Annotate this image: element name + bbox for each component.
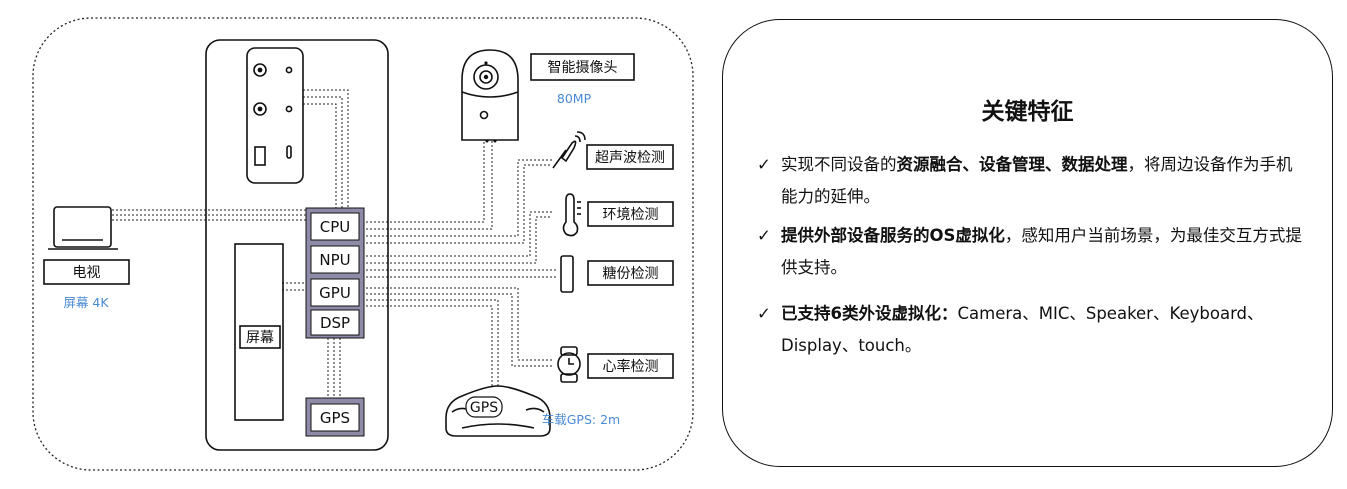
chip-cpu: CPU	[310, 212, 360, 241]
chip-gpu: GPU	[310, 278, 360, 307]
ultrasonic-label-box	[586, 144, 674, 170]
chip-dsp-label: DSP	[320, 314, 350, 332]
check-icon: ✓	[757, 226, 771, 245]
heart-rate-label: 心率检测	[603, 358, 659, 375]
thermometer-icon	[562, 193, 581, 237]
phone-body	[205, 39, 389, 451]
key-features-panel: 关键特征 ✓ 实现不同设备的资源融合、设备管理、数据处理，将周边设备作为手机能力…	[722, 19, 1333, 467]
ultrasonic-label: 超声波检测	[595, 150, 665, 166]
chip-dsp: DSP	[310, 309, 360, 336]
environment-label: 环境检测	[603, 207, 659, 223]
feature-item: ✓ 实现不同设备的资源融合、设备管理、数据处理，将周边设备作为手机能力的延伸。	[757, 149, 1302, 213]
chip-gps: GPS	[305, 397, 365, 437]
car-caption: 车载GPS: 2m	[542, 412, 620, 427]
chip-npu-label: NPU	[319, 251, 350, 269]
chip-cpu-label: CPU	[320, 218, 351, 236]
glucose-label: 糖份检测	[603, 266, 659, 282]
feature-item: ✓ 已支持6类外设虚拟化：Camera、MIC、Speaker、Keyboard…	[757, 298, 1302, 362]
feature-item: ✓ 提供外部设备服务的OS虚拟化，感知用户当前场景，为最佳交互方式提供支持。	[757, 220, 1302, 284]
camera-caption: 80MP	[557, 91, 592, 106]
heart-rate-label-box	[587, 353, 674, 379]
car-gps-badge: GPS	[470, 400, 498, 416]
camera-label-box	[530, 53, 635, 81]
glucose-label-box	[587, 260, 674, 286]
tv-caption: 屏幕 4K	[63, 295, 109, 310]
chip-gpu-label: GPU	[319, 284, 351, 302]
check-icon: ✓	[757, 304, 771, 323]
phone-screen-label: 屏幕	[246, 330, 274, 346]
feature-text-bold: 已支持6类外设虚拟化：	[781, 304, 958, 323]
feature-text-post: ，将周边设备作为手机能力的延伸。	[781, 155, 1293, 206]
microphone-icon	[552, 131, 586, 169]
chip-npu: NPU	[310, 245, 360, 274]
phone-screen	[234, 243, 284, 421]
diagram-boundary	[32, 17, 694, 471]
watch-icon	[557, 346, 581, 383]
chip-gps-label: GPS	[320, 409, 350, 427]
tv-icon	[48, 206, 118, 250]
smart-camera-icon	[461, 49, 519, 143]
tv-label-box	[43, 259, 130, 285]
feature-text-post: Camera、MIC、Speaker、Keyboard、Display、touc…	[781, 304, 1264, 355]
environment-label-box	[587, 201, 674, 227]
check-icon: ✓	[757, 155, 771, 174]
feature-text-bold: 提供外部设备服务的OS虚拟化	[781, 226, 1005, 245]
tv-label: 电视	[73, 265, 101, 281]
car-gps-badge-box	[465, 396, 503, 418]
glucose-meter-icon	[560, 255, 574, 293]
connection-wires	[112, 89, 558, 400]
features-title: 关键特征	[981, 99, 1074, 125]
distributed-device-diagram: 电视 屏幕 4K 屏幕 CPU NPU GPU DSP GPS	[32, 17, 694, 471]
phone-screen-label-box	[239, 325, 281, 349]
camera-label: 智能摄像头	[548, 60, 618, 76]
phone-camera-module	[246, 47, 304, 184]
feature-text-bold: 资源融合、设备管理、数据处理	[896, 155, 1128, 174]
feature-text-post: ，感知用户当前场景，为最佳交互方式提供支持。	[781, 226, 1302, 277]
feature-text-pre: 实现不同设备的	[781, 155, 897, 174]
